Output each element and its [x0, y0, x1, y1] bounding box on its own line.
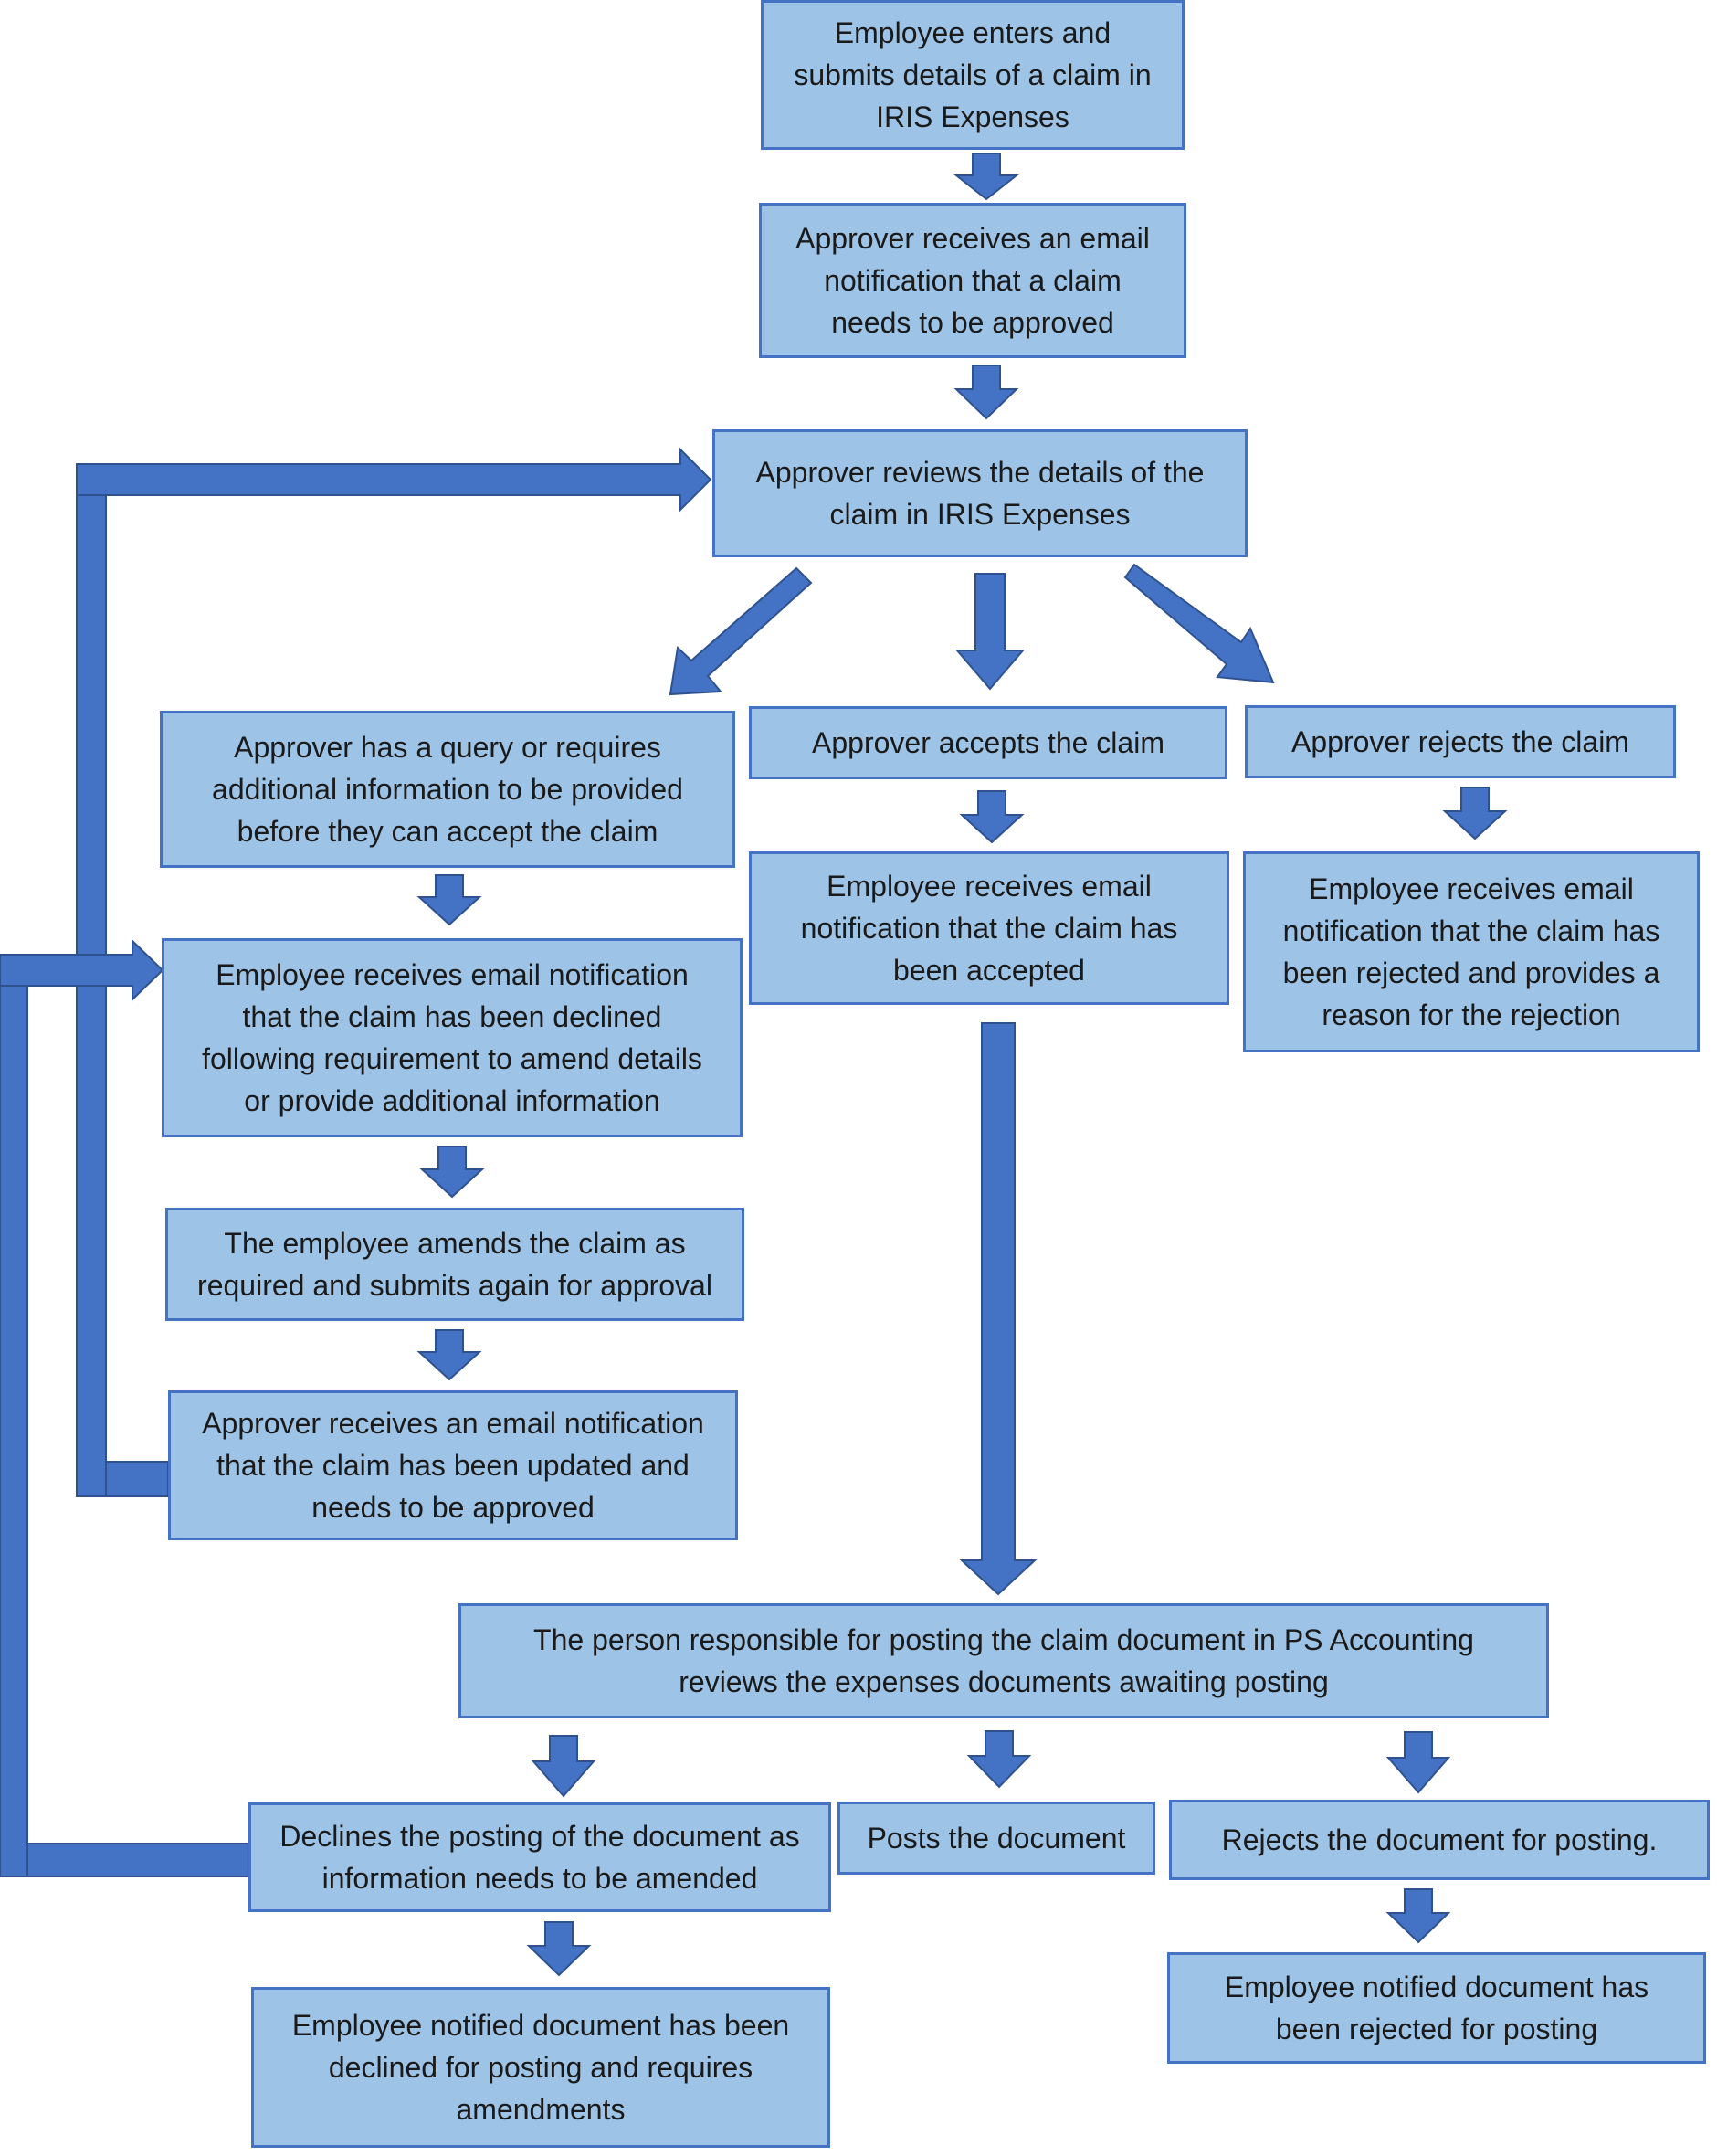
node-approver-notified: Approver receives an email notification …	[759, 203, 1186, 358]
node-declined-posting-notification: Employee notified document has been decl…	[251, 1987, 830, 2148]
arrow-accepts-to-accepted-notice	[959, 790, 1025, 844]
node-approver-rejects: Approver rejects the claim	[1245, 705, 1676, 778]
loop-posting-arrowhead	[0, 938, 164, 1002]
arrow-posting-to-posts	[966, 1730, 1032, 1789]
loop-approver-arrowhead	[76, 447, 712, 513]
node-approver-query: Approver has a query or requires additio…	[160, 711, 735, 868]
node-rejected-posting-notification: Employee notified document has been reje…	[1167, 1952, 1706, 2064]
arrow-review-to-query	[669, 566, 813, 696]
node-rejected-notification: Employee receives email notification tha…	[1243, 851, 1700, 1052]
arrow-notified-to-review	[953, 365, 1019, 420]
arrow-posting-to-declines	[531, 1735, 596, 1798]
arrow-accepted-to-posting	[959, 1022, 1038, 1596]
arrow-rejects-to-rejected-notice	[1442, 787, 1508, 840]
arrow-submit-to-notified	[953, 153, 1019, 201]
node-approver-reviews: Approver reviews the details of the clai…	[712, 429, 1248, 557]
arrow-amends-to-updated	[416, 1329, 482, 1381]
arrow-declined-to-amends	[419, 1146, 485, 1199]
arrow-review-to-rejects	[1123, 563, 1275, 684]
loop-posting-stub	[0, 1843, 249, 1877]
node-submit-claim: Employee enters and submits details of a…	[761, 0, 1185, 150]
node-posts-document: Posts the document	[837, 1802, 1155, 1875]
node-accepted-notification: Employee receives email notification tha…	[749, 851, 1229, 1005]
arrow-posting-to-rejects	[1385, 1731, 1451, 1794]
loop-posting-vertical	[0, 954, 28, 1877]
node-declines-posting: Declines the posting of the document as …	[248, 1802, 831, 1912]
node-approver-accepts: Approver accepts the claim	[749, 706, 1227, 779]
node-posting-review: The person responsible for posting the c…	[458, 1603, 1549, 1718]
node-approver-updated: Approver receives an email notification …	[168, 1390, 738, 1540]
arrow-query-to-declined	[416, 874, 482, 926]
node-declined-notification: Employee receives email notification tha…	[162, 938, 743, 1137]
node-rejects-posting: Rejects the document for posting.	[1169, 1800, 1710, 1880]
arrow-review-to-accepts	[954, 573, 1026, 691]
arrow-rejects-to-notice	[1385, 1888, 1451, 1944]
node-employee-amends: The employee amends the claim as require…	[165, 1208, 744, 1321]
arrow-declines-to-notice	[526, 1921, 592, 1977]
